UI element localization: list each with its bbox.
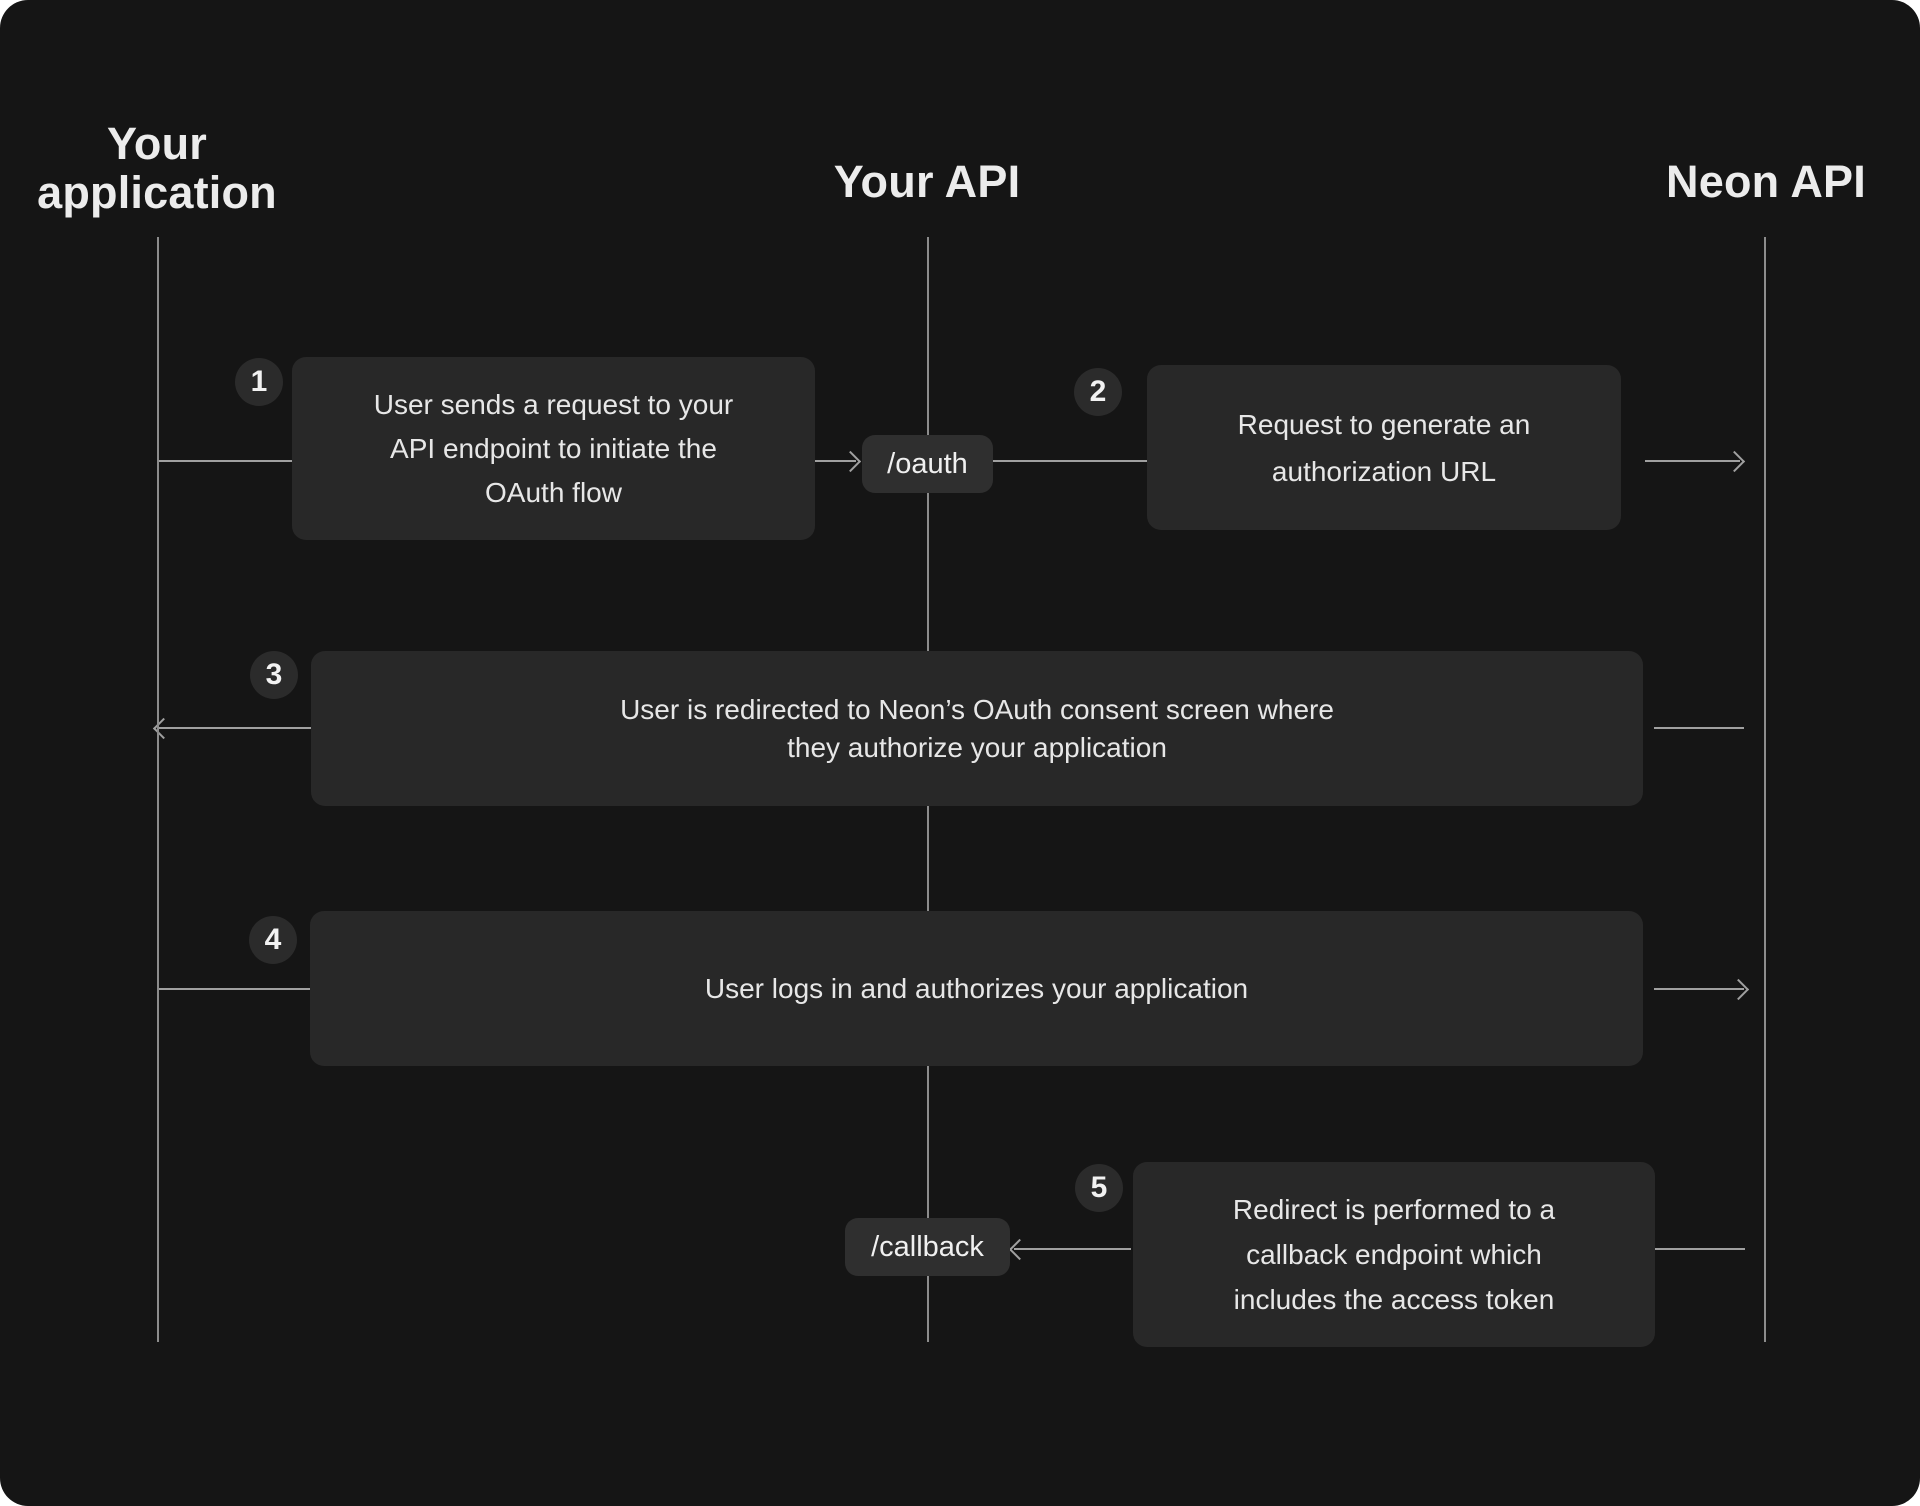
step-2-arrow — [1645, 450, 1746, 473]
lifeline-neon-api — [1764, 237, 1766, 1342]
step-3-arrow — [152, 717, 311, 740]
arrowhead-left-icon — [1008, 1238, 1031, 1261]
step-5-connector-right — [1655, 1248, 1745, 1250]
step-1-badge: 1 — [235, 358, 283, 406]
step-3-box: User is redirected to Neon’s OAuth conse… — [311, 651, 1643, 806]
lifeline-your-application — [157, 237, 159, 1342]
step-1-connector-left — [158, 460, 292, 462]
actor-header-your-api: Your API — [833, 156, 1021, 207]
oauth-endpoint-chip: /oauth — [862, 435, 993, 493]
step-1-box: User sends a request to your API endpoin… — [292, 357, 815, 540]
step-4-arrow — [1654, 978, 1750, 1001]
step-2-connector-left — [993, 460, 1147, 462]
step-1-arrow — [815, 450, 862, 473]
step-3-badge: 3 — [250, 651, 298, 699]
step-5-box: Redirect is performed to a callback endp… — [1133, 1162, 1655, 1347]
callback-endpoint-chip: /callback — [845, 1218, 1010, 1276]
arrowhead-right-icon — [839, 450, 862, 473]
step-4-connector-left — [158, 988, 310, 990]
arrowhead-right-icon — [1727, 978, 1750, 1001]
step-4-box: User logs in and authorizes your applica… — [310, 911, 1643, 1066]
actor-header-neon-api: Neon API — [1666, 156, 1866, 207]
step-2-box: Request to generate an authorization URL — [1147, 365, 1621, 530]
arrowhead-right-icon — [1723, 450, 1746, 473]
actor-header-your-application: Your application — [37, 118, 277, 218]
step-4-badge: 4 — [249, 916, 297, 964]
step-5-badge: 5 — [1075, 1164, 1123, 1212]
step-5-arrow — [1008, 1238, 1131, 1261]
step-3-connector-right — [1654, 727, 1744, 729]
step-2-badge: 2 — [1074, 368, 1122, 416]
